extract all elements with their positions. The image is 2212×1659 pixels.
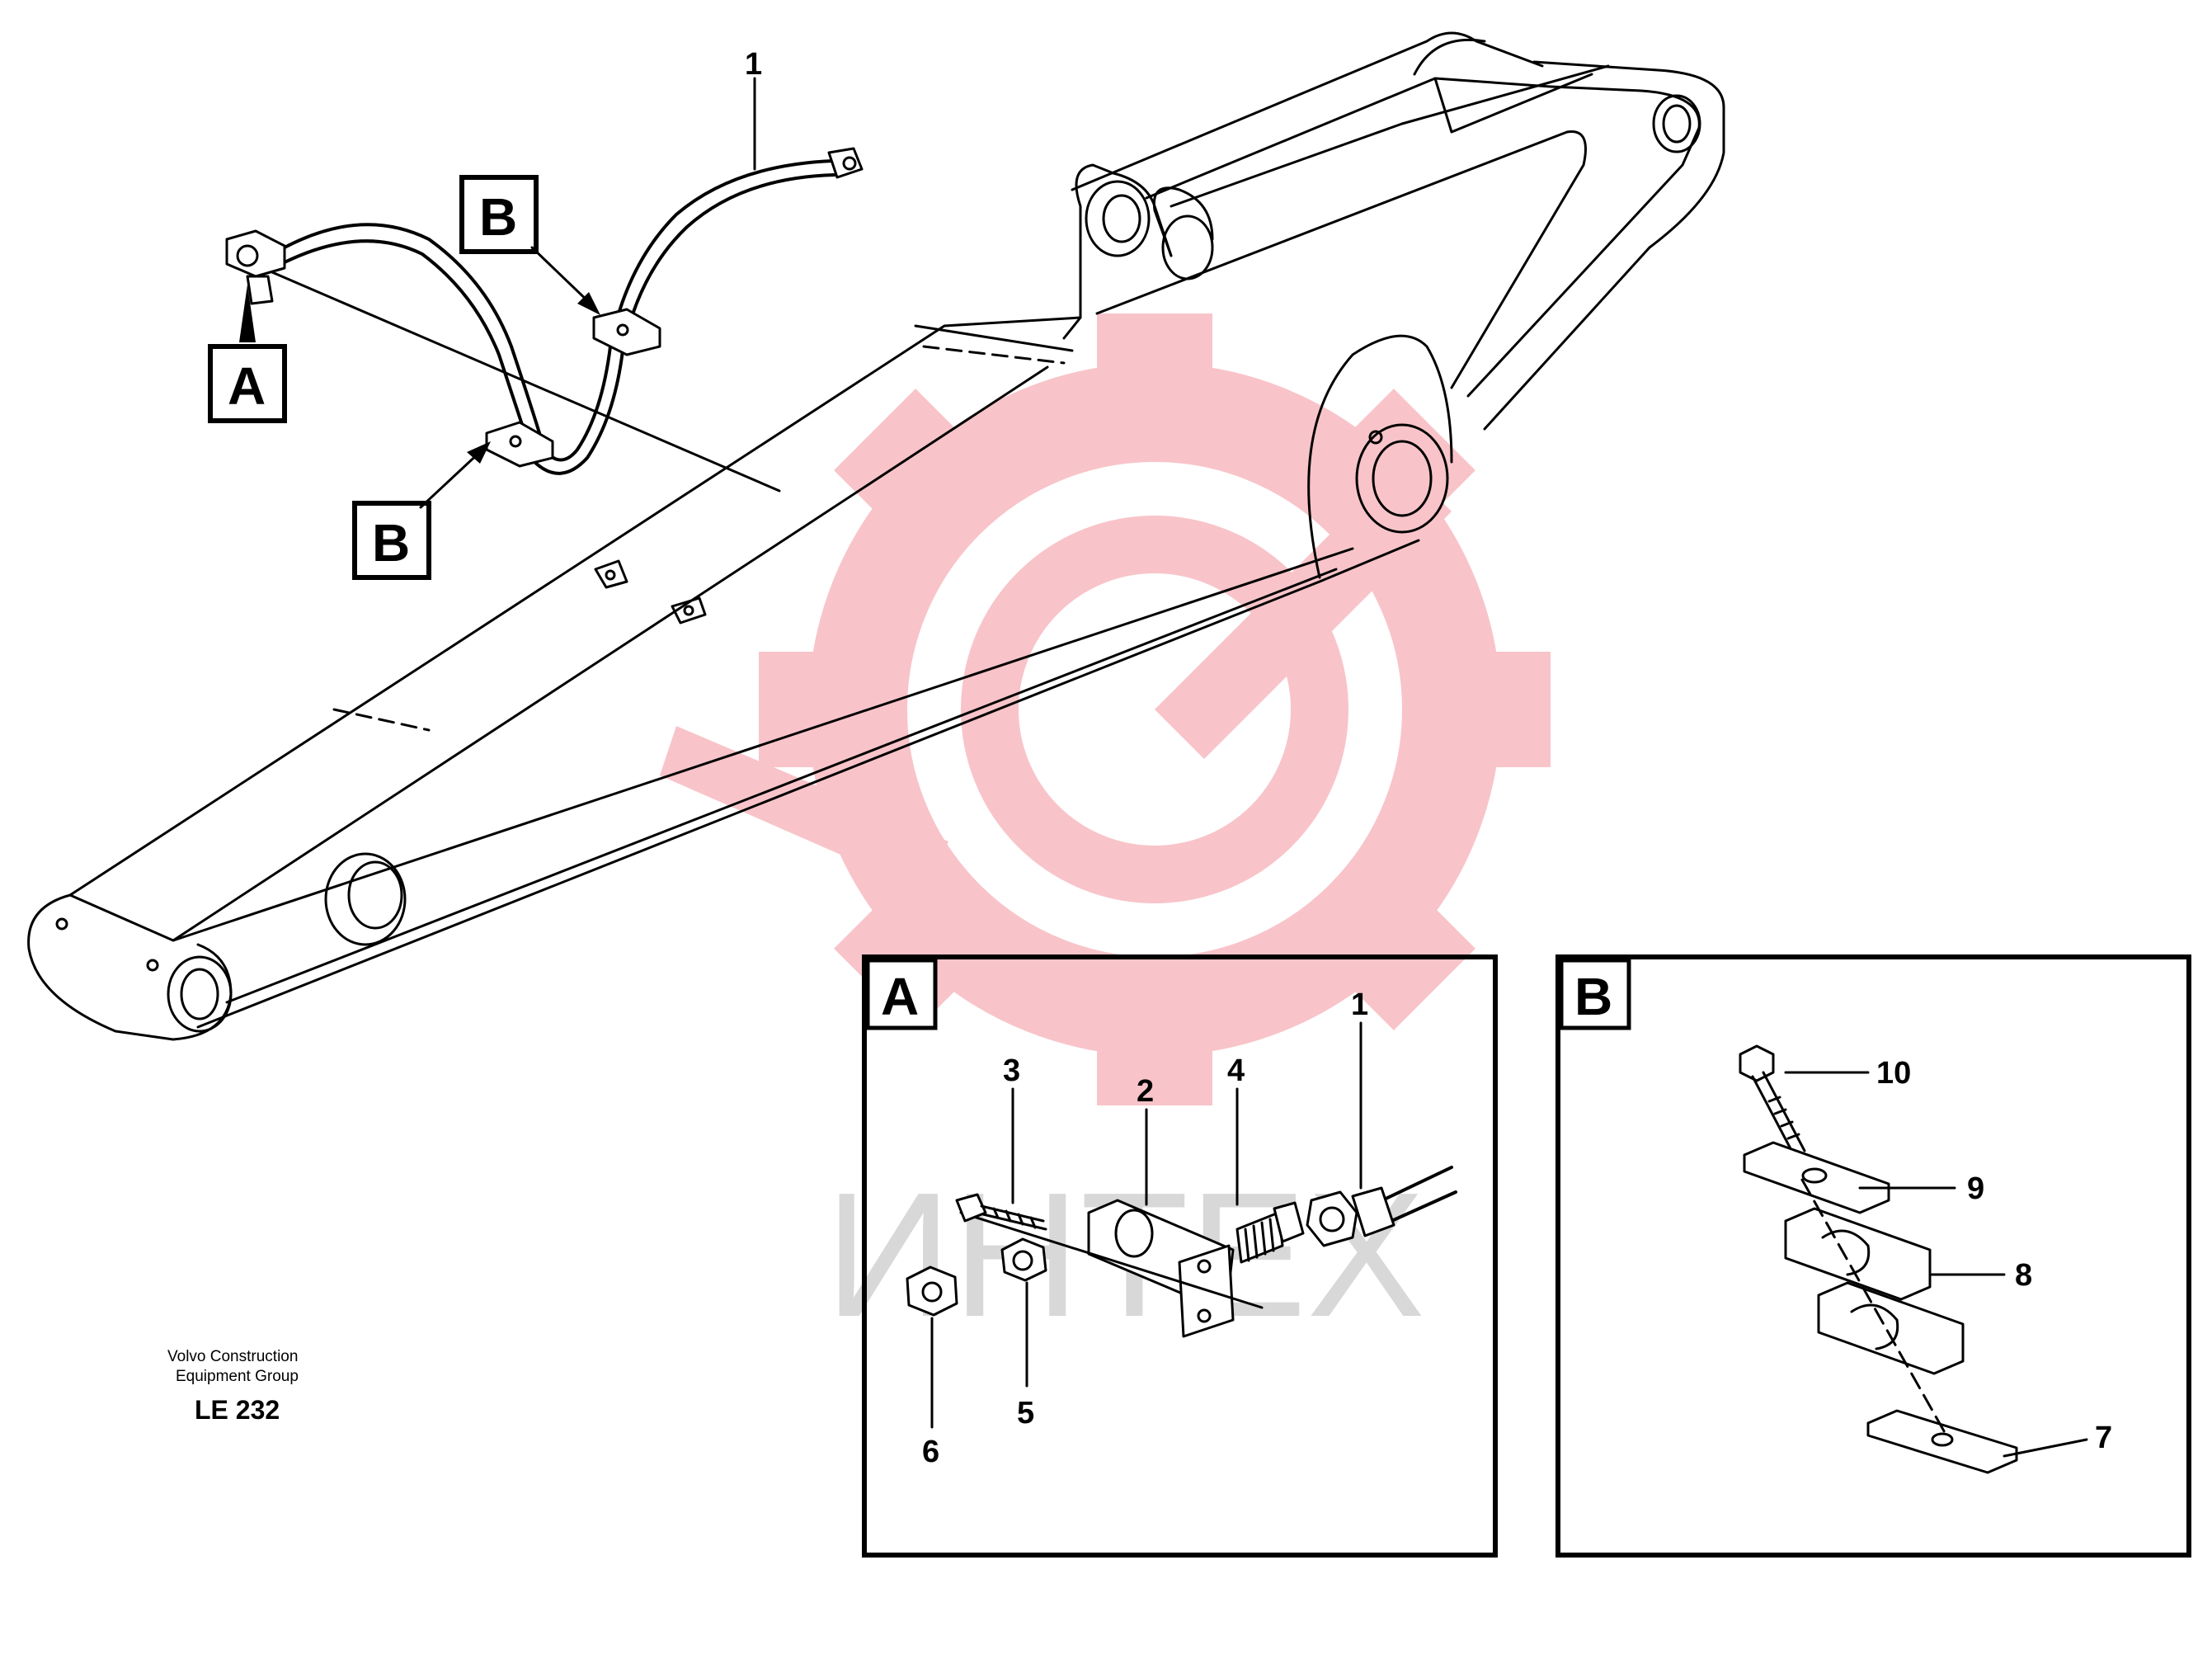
callout-b-upper: B bbox=[459, 175, 600, 315]
detail-b-item-7: 7 bbox=[2095, 1421, 2112, 1455]
item-label-hose: 1 bbox=[745, 47, 762, 82]
detail-a-item-6: 6 bbox=[922, 1435, 939, 1469]
caption-company-line2: Equipment Group bbox=[176, 1368, 299, 1385]
boom-arm bbox=[27, 31, 1725, 1041]
detail-b-item-10: 10 bbox=[1876, 1056, 1911, 1091]
detail-a-item-2: 2 bbox=[1137, 1074, 1154, 1109]
detail-b-item-9: 9 bbox=[1967, 1171, 1984, 1206]
caption-drawing-code: LE 232 bbox=[195, 1395, 280, 1425]
caption-company-line1: Volvo Construction bbox=[167, 1348, 298, 1365]
detail-a-item-4: 4 bbox=[1227, 1053, 1245, 1088]
detail-b-item-8: 8 bbox=[2015, 1258, 2032, 1293]
callout-b-upper-label: B bbox=[479, 187, 517, 247]
detail-a-item-1: 1 bbox=[1351, 987, 1368, 1022]
callout-a-label: A bbox=[228, 356, 266, 416]
watermark-gear-logo bbox=[660, 313, 1551, 1105]
detail-b-title: B bbox=[1574, 967, 1612, 1026]
callout-b-lower: B bbox=[352, 441, 491, 580]
detail-a-item-3: 3 bbox=[1003, 1053, 1020, 1088]
callout-a: A bbox=[208, 285, 287, 423]
caption-block: Volvo Construction Equipment Group LE 23… bbox=[167, 1348, 299, 1425]
detail-a-title: A bbox=[881, 967, 919, 1026]
callout-b-lower-label: B bbox=[372, 513, 410, 573]
detail-b-panel: B 10 9 8 7 bbox=[1555, 954, 2191, 1558]
detail-a-panel: A 1 2 3 4 bbox=[862, 954, 1498, 1558]
hose-assembly bbox=[225, 147, 864, 493]
detail-a-item-5: 5 bbox=[1017, 1396, 1034, 1430]
